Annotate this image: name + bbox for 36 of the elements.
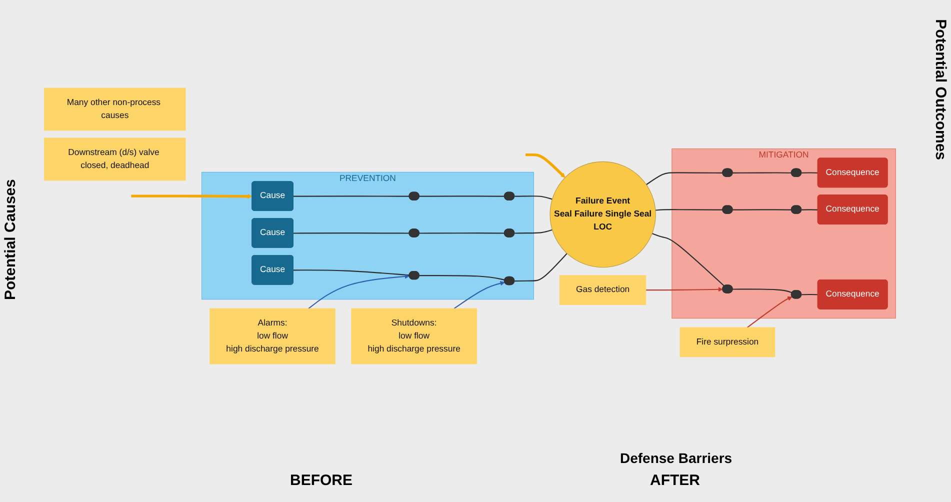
node-box: Many other non-process causes [44, 88, 186, 131]
connector [419, 196, 504, 197]
connector [802, 294, 818, 296]
arrow [526, 153, 566, 178]
connector [419, 232, 504, 234]
connector [732, 172, 792, 174]
connector [732, 288, 792, 294]
node-box: Downstream (d/s) valve closed, deadhead [44, 138, 186, 181]
node-box: Fire surpression [680, 327, 776, 358]
connector [802, 209, 818, 210]
connector [514, 253, 568, 282]
connector [514, 229, 552, 234]
axis-label: Potential Outcomes [932, 19, 949, 160]
node-box: Alarms: low flow high discharge pressure [210, 308, 336, 364]
arrow [746, 296, 792, 328]
node-box: Gas detection [559, 275, 646, 305]
axis-label: Potential Causes [2, 179, 19, 300]
connector [294, 196, 410, 197]
arrow [308, 274, 410, 309]
phase-label: AFTER [650, 472, 700, 489]
connector [514, 196, 552, 200]
connector [732, 209, 792, 210]
arrow [454, 281, 505, 310]
arrow [131, 194, 252, 199]
band-label: Defense Barriers [620, 450, 732, 466]
connector [294, 232, 410, 234]
connector [294, 270, 410, 276]
phase-label: BEFORE [290, 472, 353, 489]
connector [646, 172, 723, 186]
node-circle: Failure Event Seal Failure Single Seal LOC [550, 161, 656, 268]
connector [652, 232, 725, 286]
connector [419, 274, 505, 280]
node-box: Shutdowns: low flow high discharge pressure [351, 308, 477, 364]
arrow [646, 287, 723, 292]
connector [655, 209, 723, 211]
connector [802, 172, 818, 174]
